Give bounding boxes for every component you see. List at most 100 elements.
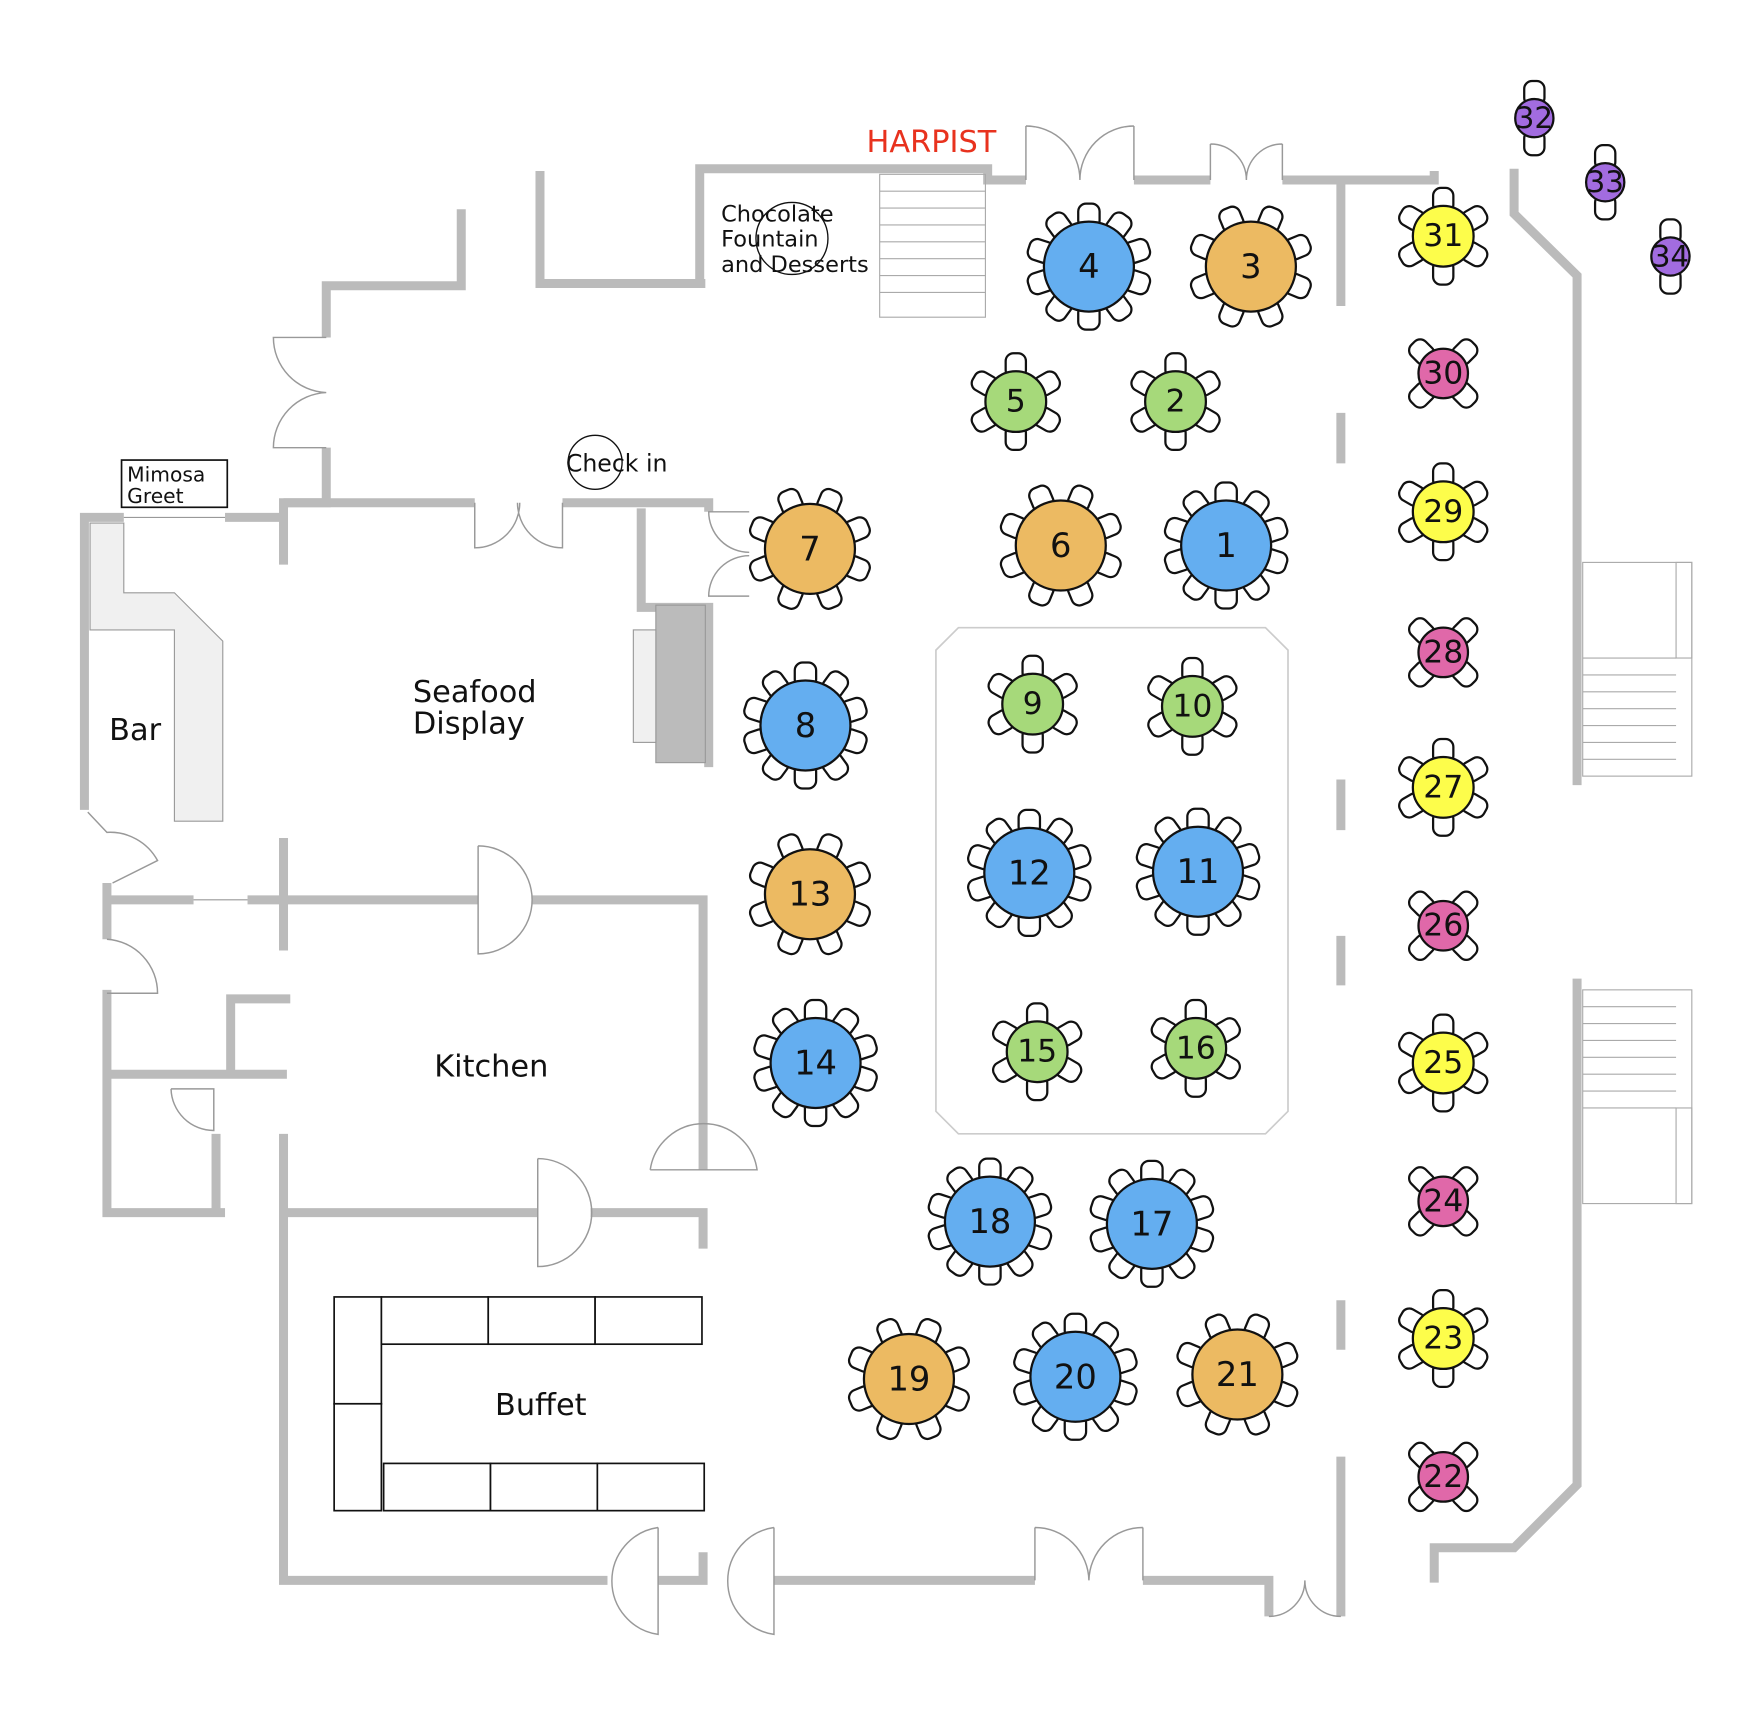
table-9[interactable]: 9 <box>986 654 1080 754</box>
table-number: 32 <box>1516 101 1553 135</box>
seafood-line: Seafood <box>413 675 537 710</box>
table-number: 2 <box>1165 384 1185 420</box>
chocolate-line: Fountain <box>721 226 818 252</box>
mimosa-line: Mimosa <box>127 462 205 486</box>
table-top <box>769 1016 862 1110</box>
table-number: 1 <box>1215 526 1236 565</box>
table-number: 8 <box>795 706 816 745</box>
table-25[interactable]: 25 <box>1396 1013 1490 1113</box>
table-number: 25 <box>1423 1045 1463 1081</box>
table-31[interactable]: 31 <box>1396 186 1490 286</box>
table-number: 34 <box>1652 239 1689 273</box>
table-top <box>1001 672 1065 736</box>
table-number: 14 <box>794 1043 837 1082</box>
table-top <box>1411 480 1475 544</box>
table-number: 26 <box>1423 908 1463 944</box>
table-top <box>1411 1031 1475 1095</box>
table-number: 7 <box>799 529 820 568</box>
table-14[interactable]: 14 <box>752 998 878 1128</box>
bar-label: Bar <box>109 713 161 748</box>
table-24[interactable]: 24 <box>1406 1164 1481 1239</box>
harpist-label: HARPIST <box>867 125 997 160</box>
table-33[interactable]: 33 <box>1584 143 1626 221</box>
table-number: 19 <box>887 1360 930 1399</box>
table-number: 4 <box>1078 247 1099 286</box>
table-number: 30 <box>1423 355 1463 391</box>
table-top <box>1417 626 1470 679</box>
table-top <box>1417 1451 1470 1503</box>
seafood-line: Display <box>413 706 525 741</box>
table-number: 29 <box>1423 494 1463 530</box>
table-13[interactable]: 13 <box>748 832 873 957</box>
table-top <box>1417 899 1470 952</box>
table-23[interactable]: 23 <box>1396 1289 1490 1389</box>
table-20[interactable]: 20 <box>1012 1312 1138 1441</box>
table-34[interactable]: 34 <box>1650 218 1691 295</box>
table-number: 16 <box>1176 1030 1216 1066</box>
table-number: 18 <box>968 1202 1011 1241</box>
table-top <box>1160 674 1224 738</box>
table-number: 33 <box>1587 165 1624 199</box>
table-29[interactable]: 29 <box>1396 462 1490 562</box>
table-19[interactable]: 19 <box>847 1317 972 1442</box>
table-12[interactable]: 12 <box>966 808 1092 937</box>
table-30[interactable]: 30 <box>1406 336 1481 411</box>
table-top <box>759 679 852 772</box>
table-top <box>1105 1177 1199 1270</box>
table-22[interactable]: 22 <box>1406 1440 1481 1515</box>
table-4[interactable]: 4 <box>1026 202 1152 331</box>
table-top <box>984 370 1048 434</box>
table-16[interactable]: 16 <box>1149 998 1243 1098</box>
table-number: 24 <box>1423 1183 1463 1219</box>
table-10[interactable]: 10 <box>1145 656 1239 756</box>
table-5[interactable]: 5 <box>969 352 1063 452</box>
table-top <box>763 848 857 941</box>
table-21[interactable]: 21 <box>1175 1312 1300 1437</box>
table-top <box>1151 825 1245 918</box>
table-top <box>1005 1020 1069 1084</box>
table-top <box>862 1332 956 1426</box>
table-top <box>1014 499 1107 592</box>
kitchen-label: Kitchen <box>434 1049 548 1084</box>
table-17[interactable]: 17 <box>1089 1159 1215 1288</box>
table-number: 10 <box>1172 688 1212 724</box>
buffet-label: Buffet <box>495 1388 587 1423</box>
table-top <box>1411 755 1475 819</box>
table-top <box>1411 1307 1475 1371</box>
table-top <box>1417 347 1470 400</box>
table-3[interactable]: 3 <box>1189 204 1314 329</box>
table-number: 22 <box>1423 1459 1463 1495</box>
table-top <box>1164 1016 1228 1080</box>
table-top <box>1417 1175 1470 1228</box>
table-top <box>1411 204 1475 268</box>
table-32[interactable]: 32 <box>1514 79 1555 157</box>
table-8[interactable]: 8 <box>742 661 868 790</box>
doors <box>87 125 1341 1636</box>
table-18[interactable]: 18 <box>927 1157 1053 1286</box>
table-number: 23 <box>1423 1321 1463 1357</box>
table-number: 27 <box>1423 769 1463 805</box>
table-1[interactable]: 1 <box>1163 481 1289 610</box>
table-top <box>943 1175 1037 1268</box>
table-2[interactable]: 2 <box>1129 352 1223 452</box>
table-number: 28 <box>1423 634 1463 670</box>
table-7[interactable]: 7 <box>748 487 873 612</box>
table-6[interactable]: 6 <box>999 483 1124 608</box>
table-top <box>1650 236 1691 277</box>
table-28[interactable]: 28 <box>1406 615 1481 690</box>
table-number: 11 <box>1177 852 1220 891</box>
table-top <box>1191 1328 1284 1421</box>
table-number: 17 <box>1130 1204 1173 1243</box>
table-number: 21 <box>1216 1355 1259 1394</box>
table-15[interactable]: 15 <box>990 1002 1084 1102</box>
table-top <box>1584 161 1626 203</box>
mimosa-greet-label: Mimosa Greet <box>127 462 212 507</box>
table-11[interactable]: 11 <box>1135 807 1261 936</box>
table-26[interactable]: 26 <box>1406 888 1481 963</box>
table-number: 3 <box>1240 247 1261 286</box>
check-in-label: Check in <box>566 449 668 477</box>
table-27[interactable]: 27 <box>1396 737 1490 837</box>
table-top <box>1204 220 1298 313</box>
